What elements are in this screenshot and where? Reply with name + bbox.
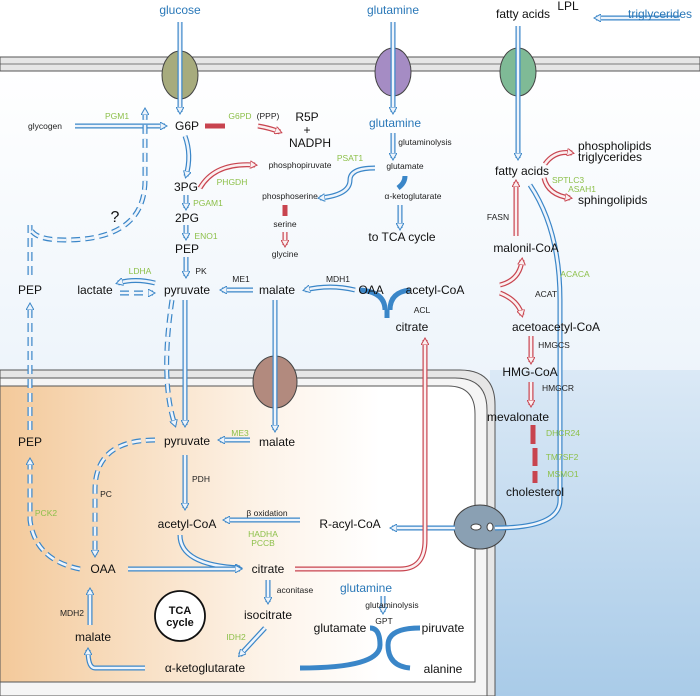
mito-pep: PEP xyxy=(18,435,42,449)
enzyme-pgam1: PGAM1 xyxy=(193,198,223,208)
r5p: R5P xyxy=(295,110,318,124)
mevalonate: mevalonate xyxy=(487,410,549,424)
ppp: (PPP) xyxy=(257,111,280,121)
enzyme-mdh2: MDH2 xyxy=(60,608,84,618)
triglycerides: triglycerides xyxy=(578,150,642,164)
mito-oaa: OAA xyxy=(90,562,115,576)
mitochondrion xyxy=(0,369,496,696)
enzyme-me1: ME1 xyxy=(232,274,250,284)
glycogen: glycogen xyxy=(28,121,62,131)
enzyme-pccb: PCCB xyxy=(251,538,275,548)
enzyme-gpt: GPT xyxy=(375,616,392,626)
enzyme-tm7sf2: TM7SF2 xyxy=(546,452,579,462)
citrate: citrate xyxy=(396,320,429,334)
malate: malate xyxy=(259,283,295,297)
pep: PEP xyxy=(175,242,199,256)
enzyme-msmo1: MSMO1 xyxy=(547,469,578,479)
phospholipids: phospholipids xyxy=(578,139,651,153)
cycle-label: cycle xyxy=(166,617,194,629)
enzyme-dhcr24: DHCR24 xyxy=(546,428,580,438)
enzyme-g6pd: G6PD xyxy=(228,111,251,121)
enzyme-pc: PC xyxy=(100,489,112,499)
mito-glutaminolysis: glutaminolysis xyxy=(365,600,418,610)
acetoacetyl-coa: acetoacetyl-CoA xyxy=(512,320,600,334)
cholesterol: cholesterol xyxy=(506,485,564,499)
enzyme-pgm1: PGM1 xyxy=(105,111,129,121)
enzyme-phgdh: PHGDH xyxy=(217,177,248,187)
2pg: 2PG xyxy=(175,211,199,225)
mito-citrate: citrate xyxy=(252,562,285,576)
nadph: NADPH xyxy=(289,136,331,150)
oaa: OAA xyxy=(358,283,383,297)
glycine: glycine xyxy=(272,249,299,259)
enzyme-me3: ME3 xyxy=(231,428,249,438)
3pg: 3PG xyxy=(174,180,198,194)
glutaminolysis: glutaminolysis xyxy=(398,137,451,147)
beta-oxidation: β oxidation xyxy=(246,508,288,518)
tca-cycle-circle xyxy=(154,590,206,642)
phosphoserine: phosphoserine xyxy=(262,191,318,201)
enzyme-pck2: PCK2 xyxy=(35,508,57,518)
lpl-label: LPL xyxy=(557,0,579,13)
mito-alpha-ketoglutarate: α-ketoglutarate xyxy=(165,661,246,675)
acetyl-coa: acetyl-CoA xyxy=(406,283,465,297)
enzyme-hmgcs: HMGCS xyxy=(538,340,570,350)
unknown-pathway-mark: ? xyxy=(111,209,120,226)
fatty-acids-input-label: fatty acids xyxy=(496,7,550,21)
pep-left: PEP xyxy=(18,283,42,297)
hmg-coa: HMG-CoA xyxy=(502,365,557,379)
enzyme-asah1: ASAH1 xyxy=(568,184,596,194)
glutamate: glutamate xyxy=(386,161,424,171)
enzyme-eno1: ENO1 xyxy=(194,231,217,241)
mito-acetyl-coa: acetyl-CoA xyxy=(158,517,217,531)
sphingolipids: sphingolipids xyxy=(578,193,647,207)
isocitrate: isocitrate xyxy=(244,608,292,622)
phosphopiruvate: phosphopiruvate xyxy=(269,160,332,170)
r-acyl-coa: R-acyl-CoA xyxy=(319,517,380,531)
labels: glucose glutamine fatty acids LPL trigly… xyxy=(18,0,692,676)
enzyme-psat1: PSAT1 xyxy=(337,153,364,163)
mito-malate: malate xyxy=(259,435,295,449)
enzyme-pk: PK xyxy=(195,266,207,276)
enzyme-sptlc3: SPTLC3 xyxy=(552,175,584,185)
enzyme-hadha: HADHA xyxy=(248,529,278,539)
glutamine: glutamine xyxy=(369,116,421,130)
tca-label: TCA xyxy=(169,605,192,617)
enzyme-acl: ACL xyxy=(414,305,431,315)
pyruvate: pyruvate xyxy=(164,283,210,297)
enzyme-mdh1: MDH1 xyxy=(326,274,350,284)
mito-glutamate: glutamate xyxy=(314,621,367,635)
mito-glutamine: glutamine xyxy=(340,581,392,595)
plus: + xyxy=(303,123,310,137)
enzyme-idh2: IDH2 xyxy=(226,632,246,642)
glucose-label: glucose xyxy=(159,3,201,17)
serine: serine xyxy=(273,219,296,229)
alpha-ketoglutarate: α-ketoglutarate xyxy=(385,191,442,201)
blue-arrows xyxy=(30,18,680,671)
triglycerides-input-label: triglycerides xyxy=(628,7,692,21)
glutamine-input-label: glutamine xyxy=(367,3,419,17)
plasma-membrane xyxy=(0,56,700,72)
enzyme-acat: ACAT xyxy=(535,289,557,299)
malonil-coa: malonil-CoA xyxy=(493,241,558,255)
carnitine-transporter xyxy=(453,504,507,550)
mito-malate-tca: malate xyxy=(75,630,111,644)
red-arrows xyxy=(197,123,572,572)
enzyme-fasn: FASN xyxy=(487,212,509,222)
enzyme-hmgcr: HMGCR xyxy=(542,383,574,393)
enzyme-aconitase: aconitase xyxy=(277,585,314,595)
mito-pyruvate: pyruvate xyxy=(164,434,210,448)
cytosol-lower-region xyxy=(490,370,700,696)
to-tca-cycle: to TCA cycle xyxy=(368,230,435,244)
lactate: lactate xyxy=(77,283,113,297)
mito-piruvate: piruvate xyxy=(422,621,465,635)
g6p: G6P xyxy=(175,119,199,133)
alanine: alanine xyxy=(424,662,463,676)
enzyme-ldha: LDHA xyxy=(129,266,152,276)
enzyme-pdh: PDH xyxy=(192,474,210,484)
enzyme-acaca: ACACA xyxy=(560,269,590,279)
fatty-acids: fatty acids xyxy=(495,164,549,178)
